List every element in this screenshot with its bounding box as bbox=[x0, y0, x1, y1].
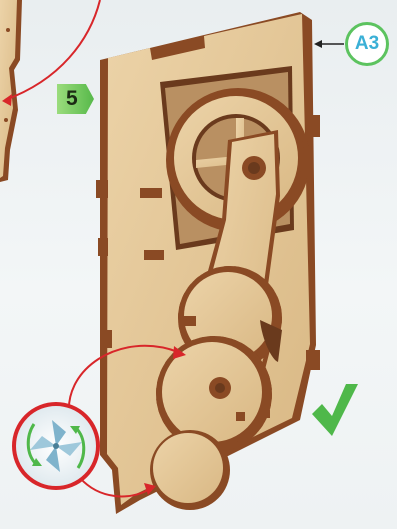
part-label-badge: A3 bbox=[345, 22, 389, 66]
previous-part-fragment bbox=[0, 0, 22, 182]
part-label-text: A3 bbox=[355, 33, 379, 55]
part-label-pointer-head bbox=[314, 40, 322, 48]
checkmark-icon bbox=[312, 384, 358, 436]
fan-rotation-icon bbox=[14, 404, 98, 488]
step-number: 5 bbox=[66, 87, 78, 111]
